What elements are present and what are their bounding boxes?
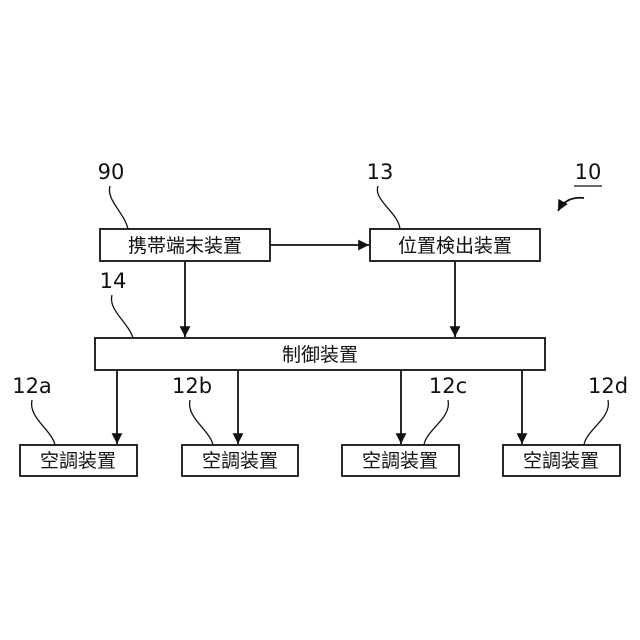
position-detector-ref: 13 xyxy=(367,160,394,184)
mobile-terminal-ref: 90 xyxy=(98,160,125,184)
ac-d-label: 空調装置 xyxy=(523,450,599,472)
position-detector-leader xyxy=(377,186,400,229)
ac-b-label: 空調装置 xyxy=(202,450,278,472)
ac-d-ref: 12d xyxy=(588,374,628,398)
ac-c-ref: 12c xyxy=(429,374,467,398)
ac-a-label: 空調装置 xyxy=(40,450,116,472)
mobile-terminal-label: 携帯端末装置 xyxy=(128,235,242,257)
ac-b-leader xyxy=(190,400,213,445)
controller-ref: 14 xyxy=(100,269,127,293)
position-detector-label: 位置検出装置 xyxy=(398,235,512,257)
ac-a-ref: 12a xyxy=(12,374,52,398)
mobile-terminal-leader xyxy=(109,186,128,229)
controller-label: 制御装置 xyxy=(282,344,358,366)
system-ref-arrow xyxy=(558,198,584,211)
ac-a-leader xyxy=(32,400,55,445)
controller-leader xyxy=(111,295,133,338)
ac-b-ref: 12b xyxy=(172,374,212,398)
ac-c-leader xyxy=(424,400,448,445)
ac-c-label: 空調装置 xyxy=(362,450,438,472)
ac-d-leader xyxy=(584,400,608,445)
system-ref-label: 10 xyxy=(575,160,602,184)
